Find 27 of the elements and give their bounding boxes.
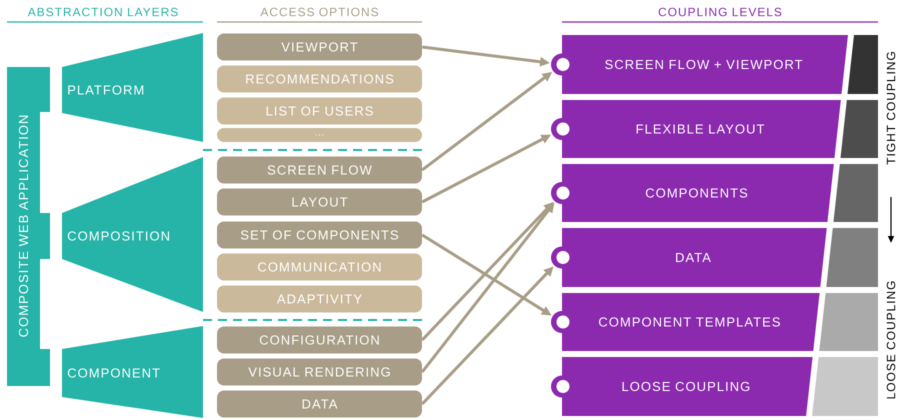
level-box: FLEXIBLE LAYOUT (551, 100, 841, 158)
level-box: DATA (551, 228, 827, 287)
option-pill: CONFIGURATION (217, 326, 422, 354)
layer-trapezoid: COMPONENT (62, 326, 203, 418)
level-box: LOOSE COUPLING (551, 356, 813, 416)
option-pill: VISUAL RENDERING (217, 358, 422, 386)
option-pill: LAYOUT (217, 188, 422, 216)
level-box: COMPONENTS (551, 164, 834, 222)
heading: ACCESS OPTIONS (260, 8, 378, 16)
heading: ABSTRACTION LAYERS (28, 8, 178, 16)
option-pill: RECOMMENDATIONS (217, 66, 422, 92)
heading: COUPLING LEVELS (658, 8, 782, 16)
side-label: TIGHT COUPLING (886, 52, 896, 164)
option-pill: DATA (217, 390, 422, 418)
vertical-bar: COMPOSITE WEB APPLICATION (7, 67, 50, 386)
option-pill: ... (217, 128, 422, 142)
level-box: COMPONENT TEMPLATES (551, 292, 820, 351)
layer-trapezoid: COMPOSITION (62, 157, 203, 312)
side-label: LOOSE COUPLING (886, 281, 896, 398)
option-pill: SCREEN FLOW (217, 156, 422, 184)
option-pill: COMMUNICATION (217, 254, 422, 280)
level-box: SCREEN FLOW + VIEWPORT (551, 35, 848, 94)
option-pill: VIEWPORT (217, 34, 422, 60)
option-pill: ADAPTIVITY (217, 285, 422, 312)
layer-trapezoid: PLATFORM (62, 33, 203, 142)
option-pill: SET OF COMPONENTS (217, 222, 422, 248)
option-pill: LIST OF USERS (217, 98, 422, 124)
